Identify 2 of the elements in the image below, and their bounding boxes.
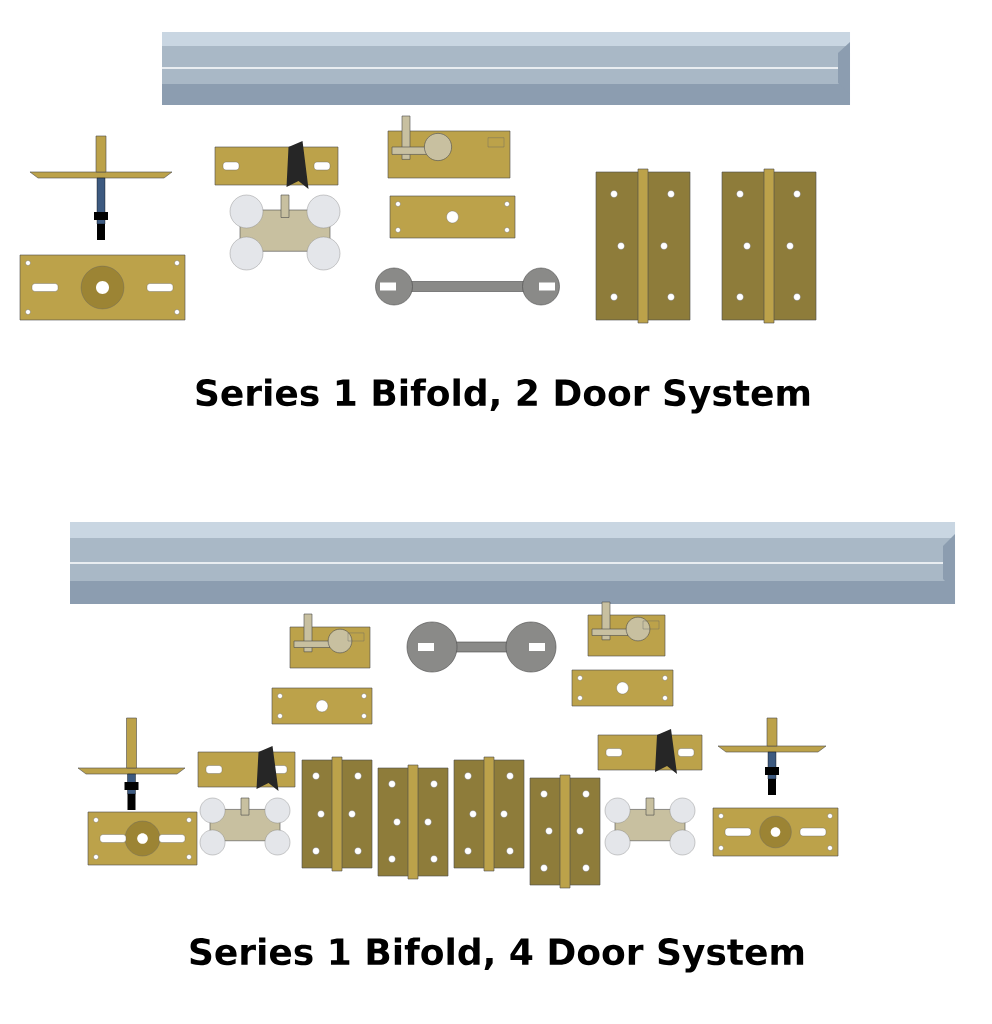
caption: Series 1 Bifold, 4 Door System: [190, 937, 804, 973]
caption: Series 1 Bifold, 2 Door System: [196, 378, 810, 414]
